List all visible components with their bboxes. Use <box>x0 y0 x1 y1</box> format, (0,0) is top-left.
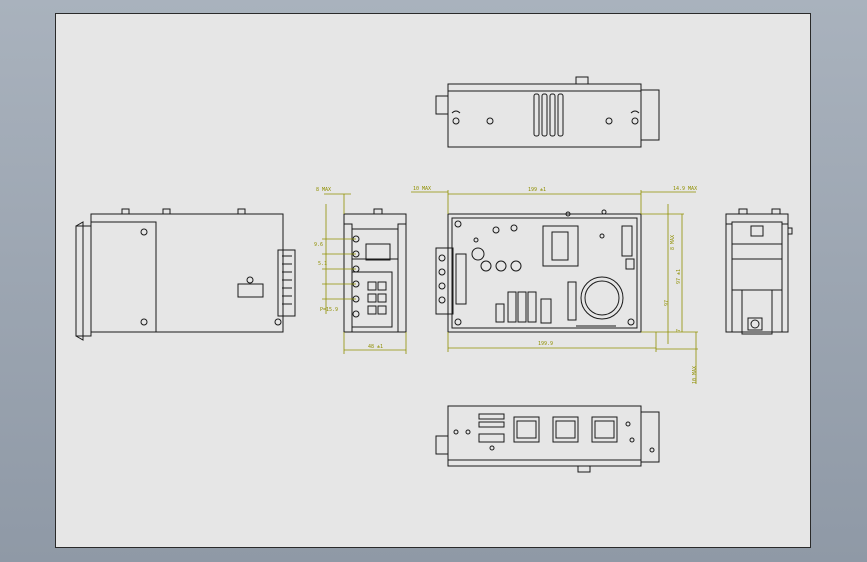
main-top-dim: 199 ±1 <box>528 187 546 193</box>
top-view <box>435 76 660 148</box>
front-top-dim: 8 MAX <box>316 187 331 193</box>
front-pitch-b: 5.1 <box>318 261 327 267</box>
right-bottom-dim: 10 MAX <box>692 366 698 384</box>
main-view-dimensions: 199 ±1 10 MAX 14.9 MAX 199.9 <box>411 186 697 352</box>
bottom-view <box>435 405 660 473</box>
right-dimensions: 8 MAX 97 ±1 97 7 10 MAX <box>641 204 698 384</box>
right-end-view <box>725 208 793 335</box>
drawing-sheet: 48 ±1 8 MAX 9.6 5.1 P=15.9 <box>55 13 811 548</box>
right-height-b: 97 ±1 <box>676 269 682 284</box>
front-pitch-c: P=15.9 <box>320 307 338 313</box>
front-width-dim: 48 ±1 <box>368 344 383 350</box>
left-side-view <box>75 208 296 341</box>
main-right-top-dim: 14.9 MAX <box>673 186 697 192</box>
main-left-top-dim: 10 MAX <box>413 186 431 192</box>
front-pitch-a: 9.6 <box>314 242 323 248</box>
right-height-c: 97 <box>664 300 670 306</box>
right-height-d: 7 <box>676 329 682 332</box>
main-view <box>435 209 642 333</box>
front-view-dimensions: 48 ±1 8 MAX 9.6 5.1 P=15.9 <box>314 187 407 354</box>
right-height-a: 8 MAX <box>670 235 676 250</box>
technical-drawing: 48 ±1 8 MAX 9.6 5.1 P=15.9 <box>75 76 793 473</box>
front-view <box>343 208 407 333</box>
main-bottom-dim: 199.9 <box>538 341 553 347</box>
